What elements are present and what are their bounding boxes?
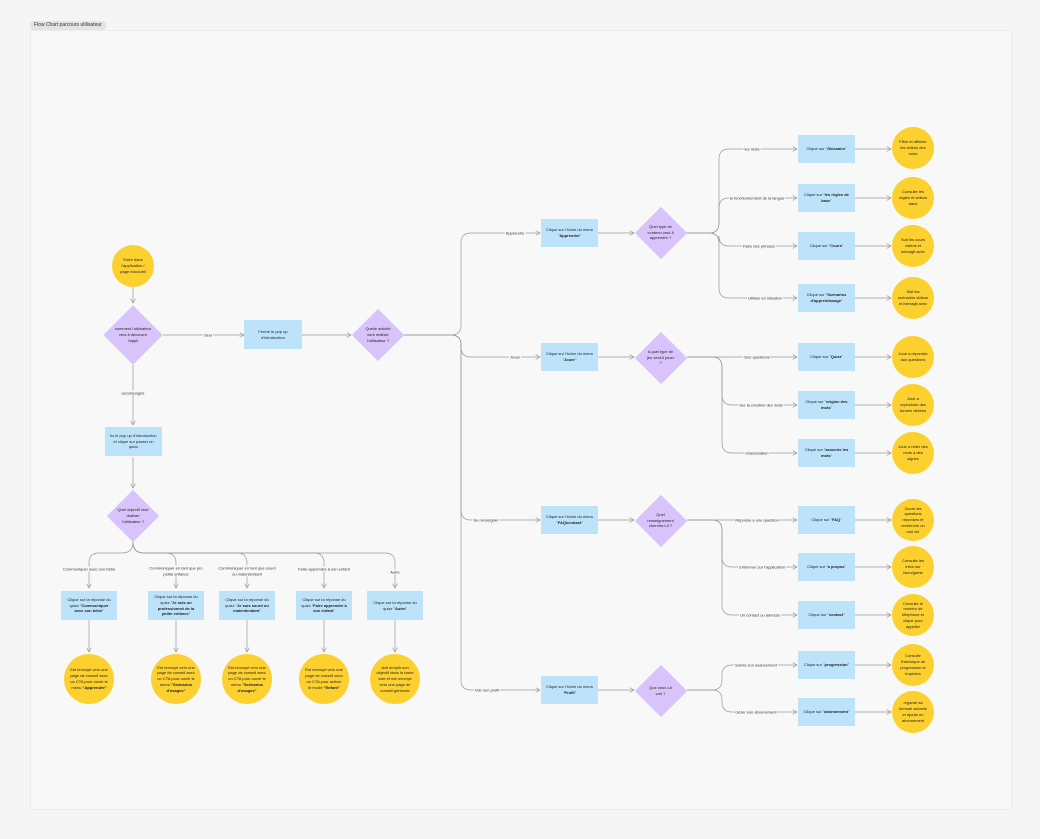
edge-label-phrases: Faire des phrases [741, 243, 777, 249]
connector [687, 665, 797, 691]
edge-label-obj-bebe: Communiquer avec son bébé [61, 566, 117, 572]
decision-jeu[interactable]: A quel type de jeu veut-il jouer ? [634, 331, 687, 384]
end-progression-node[interactable]: Consulte l'historique de progression et … [892, 644, 934, 686]
answer-bebe-node[interactable]: Clique sur la réponse du quizz "Communiq… [61, 591, 117, 620]
connector [132, 541, 395, 588]
start-node[interactable]: Entre dans l'application / page d'accuei… [112, 245, 154, 287]
connector [687, 232, 797, 298]
edge-label-informer: s'informer sur l'application [738, 564, 786, 570]
edge-label-fonctionnement: le fonctionnement de la langue [728, 195, 786, 201]
click-abonnement-node[interactable]: Clique sur "abonnement" [798, 698, 855, 726]
outcome-malentendant-node[interactable]: Est renvoyé vers une page de conseil ave… [222, 654, 272, 704]
edge-label-se-renseigner: Se renseigner [472, 517, 500, 523]
click-origine-node[interactable]: Clique sur "origine des mots" [798, 391, 855, 419]
click-progression-node[interactable]: Clique sur "progression" [798, 651, 855, 679]
close-popup-node[interactable]: Ferme le pop up d'introduction [244, 320, 302, 349]
edge-label-reponse: Réponse a une question [734, 517, 780, 523]
end-associer-node[interactable]: Joue a relier des mots a des signes [892, 432, 934, 474]
click-quizz-node[interactable]: Clique sur "Quizz" [798, 343, 855, 371]
edge-label-obj-autre: Autre [389, 569, 401, 575]
connector [687, 198, 797, 234]
menu-apprendre-node[interactable]: Clique sur l'icône du menu "Apprendre" [541, 219, 598, 247]
edge-label-obj-pro: Communiquer en tant que pro petite enfan… [146, 565, 206, 577]
edge-label-creation: Sur la création des mots [738, 402, 784, 408]
end-contact-node[interactable]: Consulte le numéro de téléphone et cliqu… [892, 594, 934, 636]
connector [404, 334, 540, 520]
edge-label-mots: les mots [743, 146, 761, 152]
decision-activity[interactable]: Quelle activité veut réaliser l'utilisat… [351, 308, 405, 362]
end-abonnement-node[interactable]: regarde sa formule actuelle et ajoute un… [892, 691, 934, 733]
end-cours-node[interactable]: Suit les cours vidéos et interagit avec [892, 225, 934, 267]
answer-enfant-node[interactable]: Clique sur la réponse du quizz "Faire ap… [296, 591, 352, 620]
decision-renseignement[interactable]: Quel renseignement cherche-t-il ? [634, 494, 687, 547]
connector [687, 519, 797, 615]
decision-profil[interactable]: Que veux-t-il voir ? [634, 664, 687, 717]
edge-label-apprendre: Apprendre [504, 230, 526, 236]
decision-discover[interactable]: comment l'utilisateur veut-il découvrir … [103, 305, 163, 365]
connector [404, 233, 540, 336]
answer-pro-node[interactable]: Clique sur la réponse du quizz "Je suis … [148, 591, 204, 620]
outcome-enfant-node[interactable]: Est renvoyé vers une page de conseil ave… [299, 654, 349, 704]
click-apropos-node[interactable]: Clique sur "a propos" [798, 553, 855, 581]
connector [687, 519, 797, 567]
connector [687, 149, 797, 234]
edge-label-obj-malentendant: Communiquer en tant que sourd ou malente… [217, 565, 277, 577]
click-contact-node[interactable]: Clique sur "contact" [798, 601, 855, 629]
answer-autre-node[interactable]: Clique sur la réponse du quizz "Autre" [367, 591, 423, 620]
edge-label-questions: Des questions [743, 354, 771, 360]
end-glossaire-node[interactable]: Filtre et afficher les vidéos des mots [892, 127, 934, 169]
edge-label-avancement: Suivre son avancement [734, 662, 778, 668]
outcome-autre-node[interactable]: doit remplir son objectif dans la barre … [370, 654, 420, 704]
decision-contenu[interactable]: Quel type de contenu veut-il apprendre ? [634, 206, 687, 259]
menu-faq-node[interactable]: Clique sur l'icône du menu "FAQ/contact" [541, 506, 598, 534]
click-scenarios-node[interactable]: Clique sur "Scénarios d'apprentissage" [798, 284, 855, 312]
edge-label-voir-profil: Voir son profil [473, 687, 501, 693]
edge-label-abonnement: Gérer son abonnement [734, 709, 778, 715]
connector [687, 356, 797, 405]
edge-label-accompagne: accompagné [120, 390, 146, 396]
edge-label-obj-enfant: Faire apprendre à son enfant [297, 566, 351, 572]
end-origine-node[interactable]: Joue a reproduire des formes dictées [892, 384, 934, 426]
end-apropos-node[interactable]: Consulte les infos sur Nom/game [892, 546, 934, 588]
click-regles-node[interactable]: Clique sur "les règles de base" [798, 184, 855, 212]
click-cours-node[interactable]: Clique sur "Cours" [798, 232, 855, 260]
end-regles-node[interactable]: Consulte les règles et vidéos dans [892, 177, 934, 219]
menu-profil-node[interactable]: Clique sur l'icône du menu "Profil" [541, 676, 598, 704]
outcome-pro-node[interactable]: Est renvoyé vers une page de conseil ave… [151, 654, 201, 704]
frame-title[interactable]: Flow Chart parcours utilisateur [30, 21, 106, 30]
edge-label-association: d'association [744, 450, 770, 456]
end-scenarios-node[interactable]: Suit les scénarios vidéos et interagit a… [892, 277, 934, 319]
edge-label-seul: Seul [202, 332, 214, 338]
click-faq-node[interactable]: Clique sur "FAQ" [798, 506, 855, 534]
edge-label-situation: Utiliser en situation [747, 295, 783, 301]
end-quizz-node[interactable]: Joue a répondre aux questions [892, 336, 934, 378]
quiz-popup-node[interactable]: lis le pop up d'introduction et clique s… [105, 427, 162, 456]
menu-jouer-node[interactable]: Clique sur l'icône du menu "Jouer" [541, 343, 598, 371]
decision-objective[interactable]: Quel objectif veut réaliser l'utilisateu… [106, 489, 160, 543]
answer-malentendant-node[interactable]: Clique sur la réponse du quizz "Je suis … [219, 591, 275, 620]
connector [89, 541, 134, 588]
edge-label-jouer: Jouer [508, 354, 522, 360]
connector [404, 334, 540, 690]
click-associer-node[interactable]: Clique sur "associer les mots" [798, 439, 855, 467]
connector [687, 356, 797, 453]
connector [687, 689, 797, 712]
click-glossaire-node[interactable]: Clique sur "Glossaire" [798, 135, 855, 163]
outcome-bebe-node[interactable]: Est renvoyé vers une page de conseil ave… [64, 654, 114, 704]
edge-label-contact: Un contact ou adresse [738, 612, 782, 618]
end-faq-node[interactable]: Ouvre les questions réponses et recherch… [892, 499, 934, 541]
